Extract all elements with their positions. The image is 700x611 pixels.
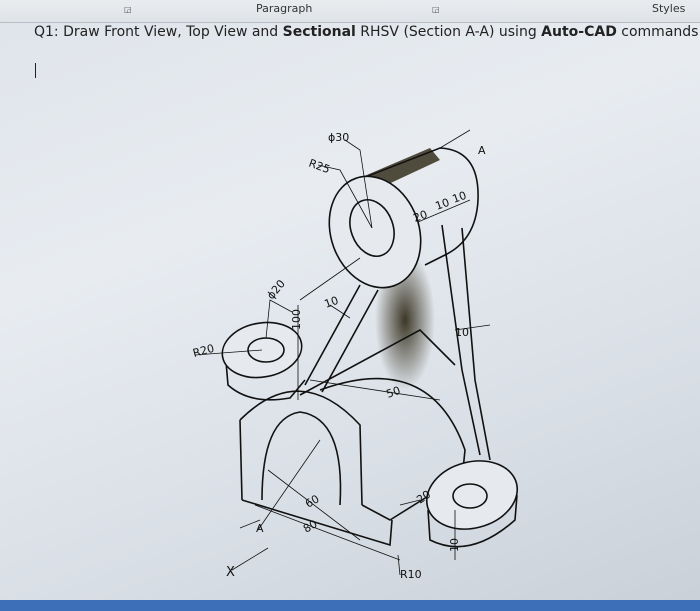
dim-50: 50 bbox=[385, 384, 403, 401]
dim-60: 60 bbox=[303, 492, 322, 510]
section-label-a-bottom: A bbox=[256, 522, 264, 535]
question-middle: RHSV (Section A-A) using bbox=[355, 24, 542, 40]
question-text: Q1: Draw Front View, Top View and Sectio… bbox=[34, 24, 700, 40]
left-boss-body bbox=[224, 349, 306, 401]
top-cylinder-body bbox=[349, 147, 479, 266]
dim-r10: R10 bbox=[400, 568, 422, 581]
question-suffix: commands. bbox=[616, 24, 700, 40]
dim-20-top: 20 bbox=[412, 208, 430, 225]
text-cursor bbox=[35, 63, 36, 78]
right-boss-hole bbox=[452, 483, 488, 509]
section-label-a-top: A bbox=[478, 144, 486, 157]
dim-10-right: 10 bbox=[455, 326, 469, 339]
right-upright bbox=[441, 224, 491, 461]
dim-phi30: ϕ30 bbox=[328, 131, 349, 144]
dialog-launcher-icon[interactable]: ◲ bbox=[124, 5, 132, 14]
half-cylinder bbox=[319, 377, 466, 481]
taskbar bbox=[0, 600, 700, 611]
arch-inner bbox=[261, 411, 342, 506]
dim-r20: R20 bbox=[191, 342, 215, 360]
dim-10-base: 10 bbox=[448, 538, 461, 552]
dim-10-top-1: 10 bbox=[434, 196, 452, 213]
dim-line bbox=[194, 129, 491, 576]
top-cylinder-hole bbox=[349, 199, 395, 257]
dim-phi20: ϕ20 bbox=[264, 277, 288, 302]
ribbon-group-styles: Styles bbox=[652, 2, 686, 15]
rib bbox=[304, 284, 379, 393]
right-boss-side bbox=[427, 494, 518, 548]
main-block bbox=[239, 329, 456, 506]
question-bold-sectional: Sectional bbox=[282, 24, 356, 40]
dim-10-top-2: 10 bbox=[451, 189, 469, 206]
top-cylinder-face bbox=[328, 175, 422, 289]
dim-r25: R25 bbox=[307, 157, 332, 177]
dim-80: 80 bbox=[301, 517, 320, 535]
dim-10-rib: 10 bbox=[323, 294, 341, 311]
dim-100: 100 bbox=[290, 309, 303, 330]
ribbon: ◲ Paragraph ◲ Styles bbox=[0, 0, 700, 23]
dialog-launcher-icon[interactable]: ◲ bbox=[432, 5, 440, 14]
axis-label-x: X bbox=[226, 565, 235, 580]
right-boss-top bbox=[425, 460, 519, 530]
question-bold-autocad: Auto-CAD bbox=[541, 24, 617, 40]
question-prefix: Q1: Draw Front View, Top View and bbox=[34, 24, 283, 40]
ribbon-group-paragraph: Paragraph bbox=[256, 2, 313, 15]
